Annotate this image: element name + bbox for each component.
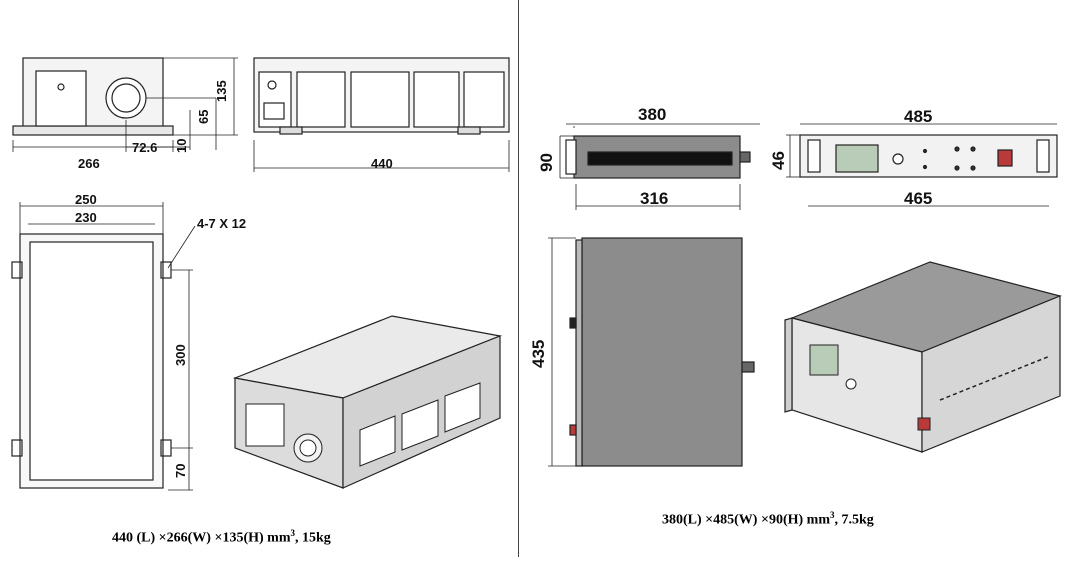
front-panel-view [786, 123, 1058, 207]
isometric-view [784, 261, 1062, 453]
dim-top-outer: 250 [75, 192, 97, 207]
isometric-view [232, 315, 503, 489]
dim-side-body: 316 [640, 189, 668, 208]
top-view [548, 237, 755, 467]
dim-side-length: 440 [371, 156, 393, 171]
dim-side-height: 90 [537, 153, 556, 172]
left-panel: 135 65 10 72.6 266 440 250 230 4-7 X 12 … [0, 0, 518, 557]
panel-divider [518, 0, 519, 557]
dim-top-inner: 230 [75, 210, 97, 225]
dim-foot-height: 10 [174, 139, 189, 153]
right-drawing: 380 90 316 485 46 465 435 [529, 105, 1062, 467]
dim-lens-offset: 72.6 [132, 140, 157, 155]
dim-front-width: 266 [78, 156, 100, 171]
dim-side-length: 380 [638, 105, 666, 124]
dim-front-height: 46 [769, 151, 788, 170]
right-caption: 380(L) ×485(W) ×90(H) mm3, 7.5kg [662, 510, 874, 528]
left-drawing: 135 65 10 72.6 266 440 250 230 4-7 X 12 … [11, 57, 510, 491]
front-view [12, 57, 238, 152]
top-view [11, 202, 196, 491]
side-view [559, 123, 760, 210]
dim-hole-spec: 4-7 X 12 [197, 216, 246, 231]
dim-front-inner: 465 [904, 189, 932, 208]
dim-front-height: 135 [214, 80, 229, 102]
dim-front-outer: 485 [904, 107, 932, 126]
left-caption: 440 (L) ×266(W) ×135(H) mm3, 15kg [112, 528, 331, 546]
dim-top-depth: 435 [529, 340, 548, 368]
dim-hole-offset: 70 [173, 464, 188, 478]
right-panel: 380 90 316 485 46 465 435 380(L) ×485(W)… [520, 0, 1082, 557]
dim-hole-span: 300 [173, 344, 188, 366]
side-view [253, 57, 510, 172]
dim-lens-height: 65 [196, 110, 211, 124]
